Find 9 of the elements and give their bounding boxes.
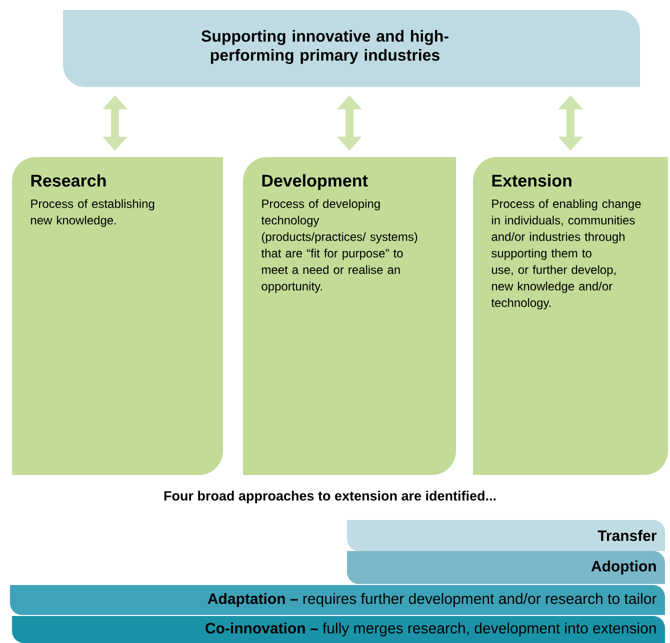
goal-box: Supporting innovative and high-performing primary industries — [63, 10, 640, 87]
approach-band: Adoption — [347, 551, 665, 584]
approach-band: Adaptation – requires further development and/or research to tailor — [10, 585, 665, 615]
process-box: Research Process of establishing new knowledge. — [12, 157, 223, 475]
process-box: Extension Process of enabling change in individuals, communities and/or industries through supporting them to use, or further develop, new knowledge and/or technology. — [473, 157, 668, 475]
approach-band: Co-innovation – fully merges research, development into extension — [12, 616, 665, 643]
note-text: Four broad approaches to extension are identified... — [164, 490, 496, 504]
approach-band: Transfer — [347, 520, 665, 551]
process-box: Development Process of developing technology (products/practices/ systems) that are “fit for purpose” to meet a need or realise an opportunity. — [243, 157, 456, 475]
